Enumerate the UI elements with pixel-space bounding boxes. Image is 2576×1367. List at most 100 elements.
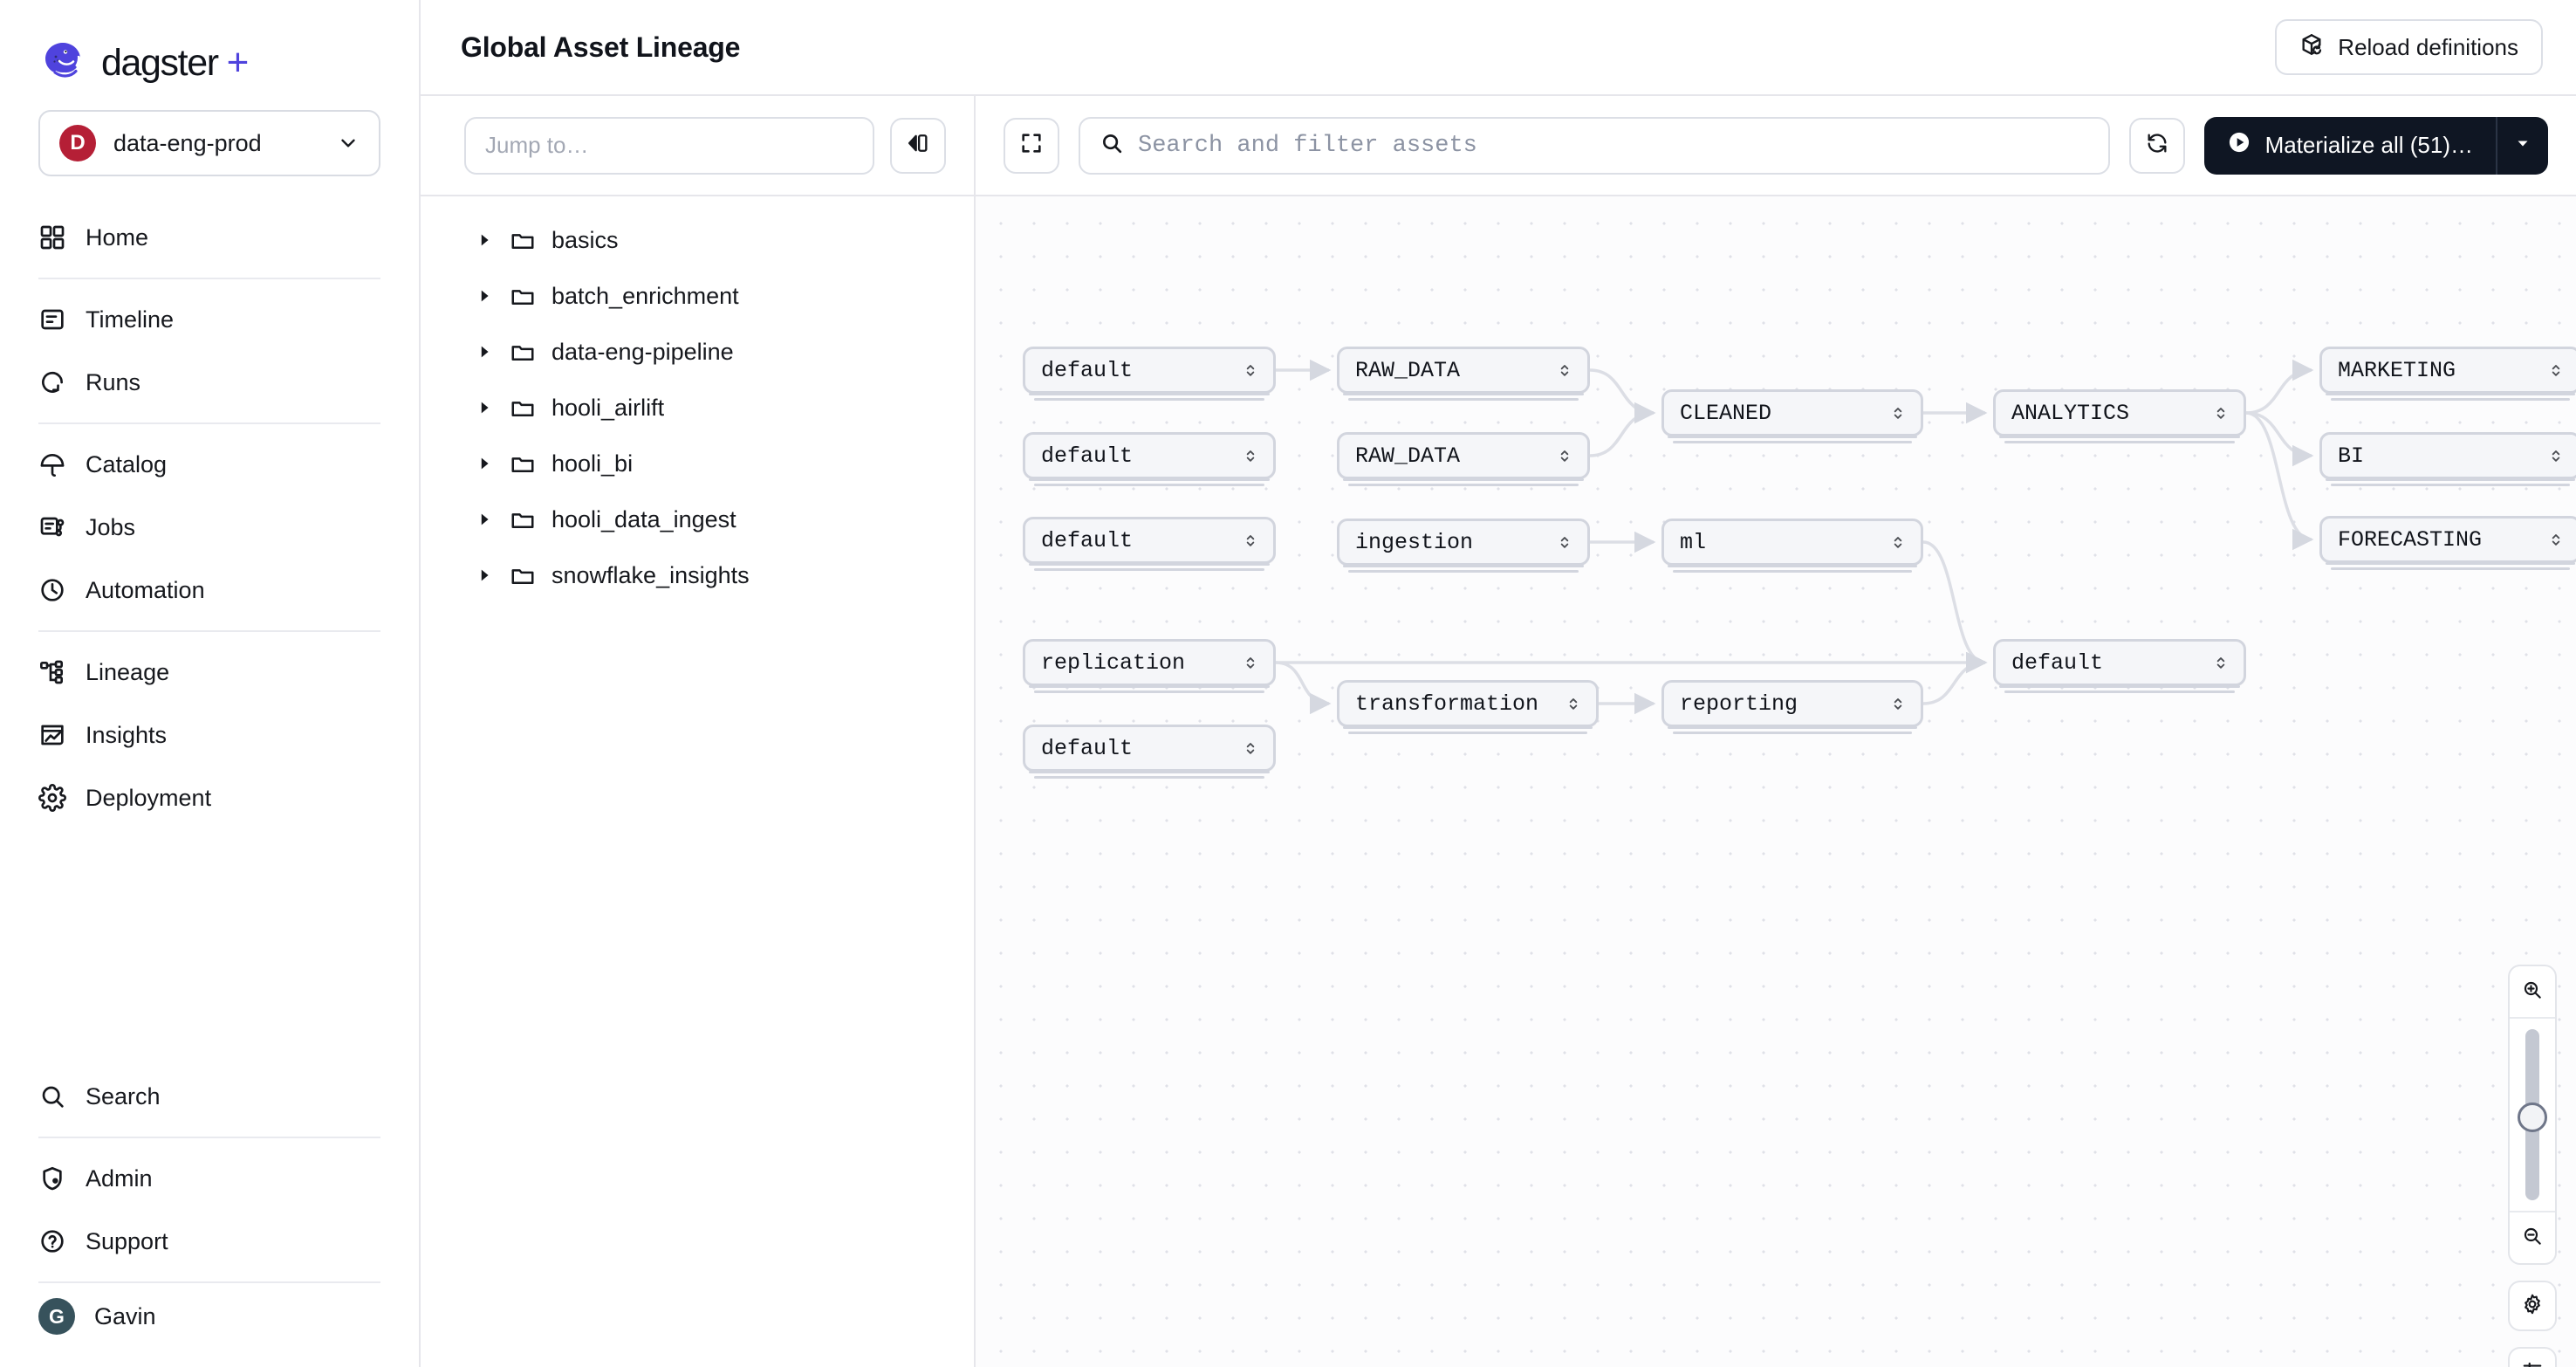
caret-right-icon[interactable] bbox=[475, 510, 494, 529]
tree-item[interactable]: batch_enrichment bbox=[421, 268, 974, 324]
chevron-up-down-icon[interactable] bbox=[1242, 444, 1259, 467]
sidebar-item-label: Admin bbox=[86, 1164, 153, 1192]
chevron-up-down-icon[interactable] bbox=[1242, 359, 1259, 381]
graph-node[interactable]: RAW_DATA bbox=[1337, 432, 1590, 486]
sidebar-item-support[interactable]: Support bbox=[0, 1210, 419, 1273]
chevron-up-down-icon[interactable] bbox=[2212, 651, 2230, 674]
content-split: basics batch_enrichment data-eng-pipelin… bbox=[421, 196, 2576, 1367]
graph-edge bbox=[1275, 661, 1332, 715]
zoom-in-button[interactable] bbox=[2510, 966, 2555, 1017]
folder-icon bbox=[510, 395, 536, 421]
materialize-dropdown-button[interactable] bbox=[2497, 117, 2548, 175]
zoom-out-button[interactable] bbox=[2510, 1212, 2555, 1263]
nav-divider bbox=[38, 1137, 380, 1138]
graph-node[interactable]: MARKETING bbox=[2319, 347, 2576, 401]
jump-to-input[interactable] bbox=[464, 116, 874, 175]
search-input[interactable] bbox=[1138, 132, 2089, 159]
tree-item-label: batch_enrichment bbox=[552, 282, 739, 309]
graph-filters-button[interactable] bbox=[2508, 1347, 2557, 1367]
caret-right-icon[interactable] bbox=[475, 398, 494, 417]
sidebar-item-automation[interactable]: Automation bbox=[0, 559, 419, 622]
chevron-up-down-icon[interactable] bbox=[1556, 444, 1573, 467]
tree-item[interactable]: hooli_bi bbox=[421, 436, 974, 491]
chevron-up-down-icon[interactable] bbox=[1242, 737, 1259, 759]
sidebar-item-user[interactable]: G Gavin bbox=[0, 1285, 419, 1348]
graph-node-label: ingestion bbox=[1355, 529, 1474, 555]
graph-node[interactable]: default bbox=[1993, 639, 2246, 693]
chevron-up-down-icon[interactable] bbox=[1889, 402, 1907, 424]
nav-group-4: Lineage Insights Deployment bbox=[0, 634, 419, 836]
divider bbox=[2510, 1017, 2555, 1019]
graph-node[interactable]: CLEANED bbox=[1661, 389, 1923, 443]
sidebar-item-label: Insights bbox=[86, 721, 168, 748]
caret-right-icon[interactable] bbox=[475, 230, 494, 250]
chevron-up-down-icon[interactable] bbox=[1889, 692, 1907, 715]
caret-down-icon bbox=[2512, 133, 2533, 158]
collapse-panel-button[interactable] bbox=[890, 117, 946, 174]
graph-node-label: ANALYTICS bbox=[2011, 400, 2130, 426]
chevron-up-down-icon[interactable] bbox=[2547, 444, 2565, 467]
graph-node[interactable]: ANALYTICS bbox=[1993, 389, 2246, 443]
zoom-slider-thumb[interactable] bbox=[2518, 1103, 2547, 1132]
zoom-slider[interactable] bbox=[2510, 1019, 2555, 1211]
chevron-up-down-icon[interactable] bbox=[1556, 531, 1573, 553]
graph-edge bbox=[1922, 540, 1988, 674]
materialize-main[interactable]: Materialize all (51)… bbox=[2204, 116, 2497, 175]
chevron-up-down-icon[interactable] bbox=[2547, 359, 2565, 381]
graph-node[interactable]: RAW_DATA bbox=[1337, 347, 1590, 401]
sidebar-item-insights[interactable]: Insights bbox=[0, 704, 419, 766]
refresh-button[interactable] bbox=[2128, 117, 2185, 174]
chevron-up-down-icon[interactable] bbox=[1242, 651, 1259, 674]
sidebar-item-lineage[interactable]: Lineage bbox=[0, 641, 419, 704]
graph-node[interactable]: ingestion bbox=[1337, 519, 1590, 573]
chevron-up-down-icon[interactable] bbox=[1565, 692, 1582, 715]
graph-node[interactable]: replication bbox=[1023, 639, 1276, 693]
chevron-up-down-icon[interactable] bbox=[2547, 528, 2565, 551]
fullscreen-button[interactable] bbox=[1004, 117, 1059, 174]
sidebar-item-runs[interactable]: Runs bbox=[0, 351, 419, 414]
chevron-up-down-icon[interactable] bbox=[1556, 359, 1573, 381]
materialize-all-button[interactable]: Materialize all (51)… bbox=[2203, 116, 2548, 175]
graph-node[interactable]: default bbox=[1023, 432, 1276, 486]
tree-item[interactable]: hooli_data_ingest bbox=[421, 491, 974, 547]
main-area: Global Asset Lineage Reload definitions bbox=[421, 0, 2576, 1367]
graph-node[interactable]: default bbox=[1023, 517, 1276, 571]
caret-right-icon[interactable] bbox=[475, 286, 494, 306]
chevron-up-down-icon[interactable] bbox=[2212, 402, 2230, 424]
graph-node[interactable]: reporting bbox=[1661, 680, 1923, 734]
graph-node-label: reporting bbox=[1680, 690, 1798, 717]
reload-definitions-button[interactable]: Reload definitions bbox=[2275, 19, 2543, 75]
graph-node[interactable]: ml bbox=[1661, 519, 1923, 573]
tree-item[interactable]: basics bbox=[421, 212, 974, 268]
chevron-up-down-icon[interactable] bbox=[1242, 529, 1259, 552]
graph-edge bbox=[1922, 651, 1988, 705]
deployment-switcher[interactable]: D data-eng-prod bbox=[38, 110, 380, 176]
tree-item[interactable]: hooli_airlift bbox=[421, 380, 974, 436]
asset-search[interactable] bbox=[1079, 116, 2110, 175]
sidebar-item-deployment[interactable]: Deployment bbox=[0, 766, 419, 829]
caret-right-icon[interactable] bbox=[475, 454, 494, 473]
graph-node[interactable]: default bbox=[1023, 347, 1276, 401]
nav-group-admin: Admin Support bbox=[0, 1140, 419, 1280]
tree-item[interactable]: snowflake_insights bbox=[421, 547, 974, 603]
graph-node[interactable]: BI bbox=[2319, 432, 2576, 486]
graph-node[interactable]: FORECASTING bbox=[2319, 516, 2576, 570]
graph-settings-button[interactable] bbox=[2508, 1281, 2557, 1331]
sidebar-item-jobs[interactable]: Jobs bbox=[0, 496, 419, 559]
graph-node[interactable]: transformation bbox=[1337, 680, 1599, 734]
caret-right-icon[interactable] bbox=[475, 566, 494, 585]
brand-header[interactable]: dagster + bbox=[0, 0, 419, 91]
sidebar-item-timeline[interactable]: Timeline bbox=[0, 288, 419, 351]
chevron-up-down-icon[interactable] bbox=[1889, 531, 1907, 553]
sidebar-item-catalog[interactable]: Catalog bbox=[0, 433, 419, 496]
insights-icon bbox=[38, 721, 66, 749]
search-icon bbox=[1100, 131, 1124, 160]
sidebar-item-home[interactable]: Home bbox=[0, 206, 419, 269]
sidebar-item-admin[interactable]: Admin bbox=[0, 1147, 419, 1210]
caret-right-icon[interactable] bbox=[475, 342, 494, 361]
sidebar-item-label: Lineage bbox=[86, 658, 170, 685]
graph-node[interactable]: default bbox=[1023, 725, 1276, 779]
tree-item[interactable]: data-eng-pipeline bbox=[421, 324, 974, 380]
sidebar-item-search[interactable]: Search bbox=[0, 1065, 419, 1128]
